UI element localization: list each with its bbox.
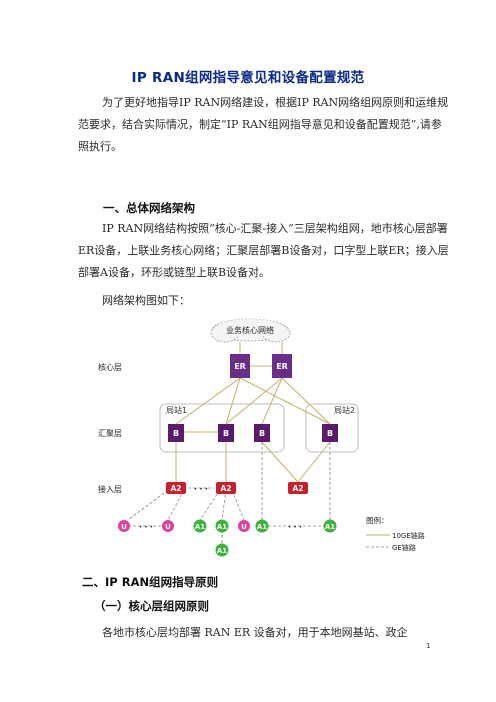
svg-text:A2: A2 bbox=[292, 484, 303, 493]
svg-text:U: U bbox=[241, 523, 247, 531]
er-node: ER bbox=[230, 354, 250, 378]
legend-ge-label: GE链路 bbox=[392, 543, 416, 552]
a2-node: A2 bbox=[216, 482, 236, 494]
a2-node: A2 bbox=[166, 482, 186, 494]
svg-text:U: U bbox=[165, 523, 171, 531]
legend-10ge-label: 10GE链路 bbox=[392, 531, 425, 540]
svg-text:A1: A1 bbox=[217, 523, 227, 531]
section1-heading: 一、总体网络架构 bbox=[103, 201, 195, 215]
b-node: B bbox=[168, 424, 184, 442]
page-title: IP RAN组网指导意见和设备配置规范 bbox=[131, 70, 365, 86]
section1-body: IP RAN网络结构按照“核心-汇聚-接入”三层架构组网，地市核心层部署ER设备… bbox=[78, 222, 449, 279]
svg-text:A1: A1 bbox=[195, 523, 205, 531]
site2-label: 局站2 bbox=[334, 405, 355, 415]
u-node: U bbox=[238, 520, 250, 532]
section2-body: 各地市核心层均部署 RAN ER 设备对，用于本地网基站、政企 bbox=[102, 626, 408, 639]
b-node: B bbox=[254, 424, 270, 442]
er-node: ER bbox=[272, 354, 292, 378]
svg-text:B: B bbox=[173, 429, 179, 438]
a1-node: A1 bbox=[215, 519, 229, 533]
layer-label-core: 核心层 bbox=[98, 362, 122, 372]
u-chain-dots: • • • bbox=[139, 524, 153, 531]
network-architecture-diagram: 业务核心网络 bbox=[98, 318, 425, 557]
page-number: 1 bbox=[426, 642, 431, 650]
svg-text:A2: A2 bbox=[170, 484, 181, 493]
svg-text:A1: A1 bbox=[325, 523, 335, 531]
links-10ge bbox=[175, 342, 331, 483]
svg-text:A1: A1 bbox=[217, 547, 227, 555]
layer-label-access: 接入层 bbox=[98, 484, 122, 494]
a1-node: A1 bbox=[255, 519, 269, 533]
layer-label-aggregation: 汇聚层 bbox=[98, 429, 122, 438]
cloud-label: 业务核心网络 bbox=[226, 325, 274, 335]
cloud-icon bbox=[210, 318, 291, 343]
u-node: U bbox=[118, 520, 130, 532]
a1-node: A1 bbox=[323, 519, 337, 533]
svg-text:A1: A1 bbox=[257, 523, 267, 531]
diagram-caption: 网络架构图如下： bbox=[102, 294, 190, 307]
svg-text:B: B bbox=[223, 429, 229, 438]
a2-node: A2 bbox=[288, 482, 308, 494]
svg-text:U: U bbox=[121, 523, 127, 531]
intro-paragraph: 为了更好地指导IP RAN网络建设，根据IP RAN网络组网原则和运维规范要求，… bbox=[78, 96, 449, 153]
svg-text:B: B bbox=[259, 429, 265, 438]
site1-box bbox=[159, 403, 285, 453]
section2-subheading: （一）核心层组网原则 bbox=[94, 599, 209, 613]
b-node: B bbox=[322, 424, 338, 442]
a1-node: A1 bbox=[193, 519, 207, 533]
site2-box bbox=[305, 403, 359, 453]
u-node: U bbox=[162, 520, 174, 532]
svg-text:A2: A2 bbox=[220, 484, 231, 493]
a1-node: A1 bbox=[215, 543, 229, 557]
svg-text:ER: ER bbox=[234, 362, 246, 371]
a2-chain-dots: • • • bbox=[194, 486, 208, 493]
b-node: B bbox=[218, 424, 234, 442]
svg-text:ER: ER bbox=[276, 362, 288, 371]
a1-chain-dots: • • • bbox=[288, 524, 302, 531]
section2-heading: 二、IP RAN组网指导原则 bbox=[82, 575, 219, 589]
site1-label: 局站1 bbox=[166, 405, 187, 415]
svg-text:B: B bbox=[327, 429, 333, 438]
legend-title: 图例： bbox=[366, 515, 389, 525]
